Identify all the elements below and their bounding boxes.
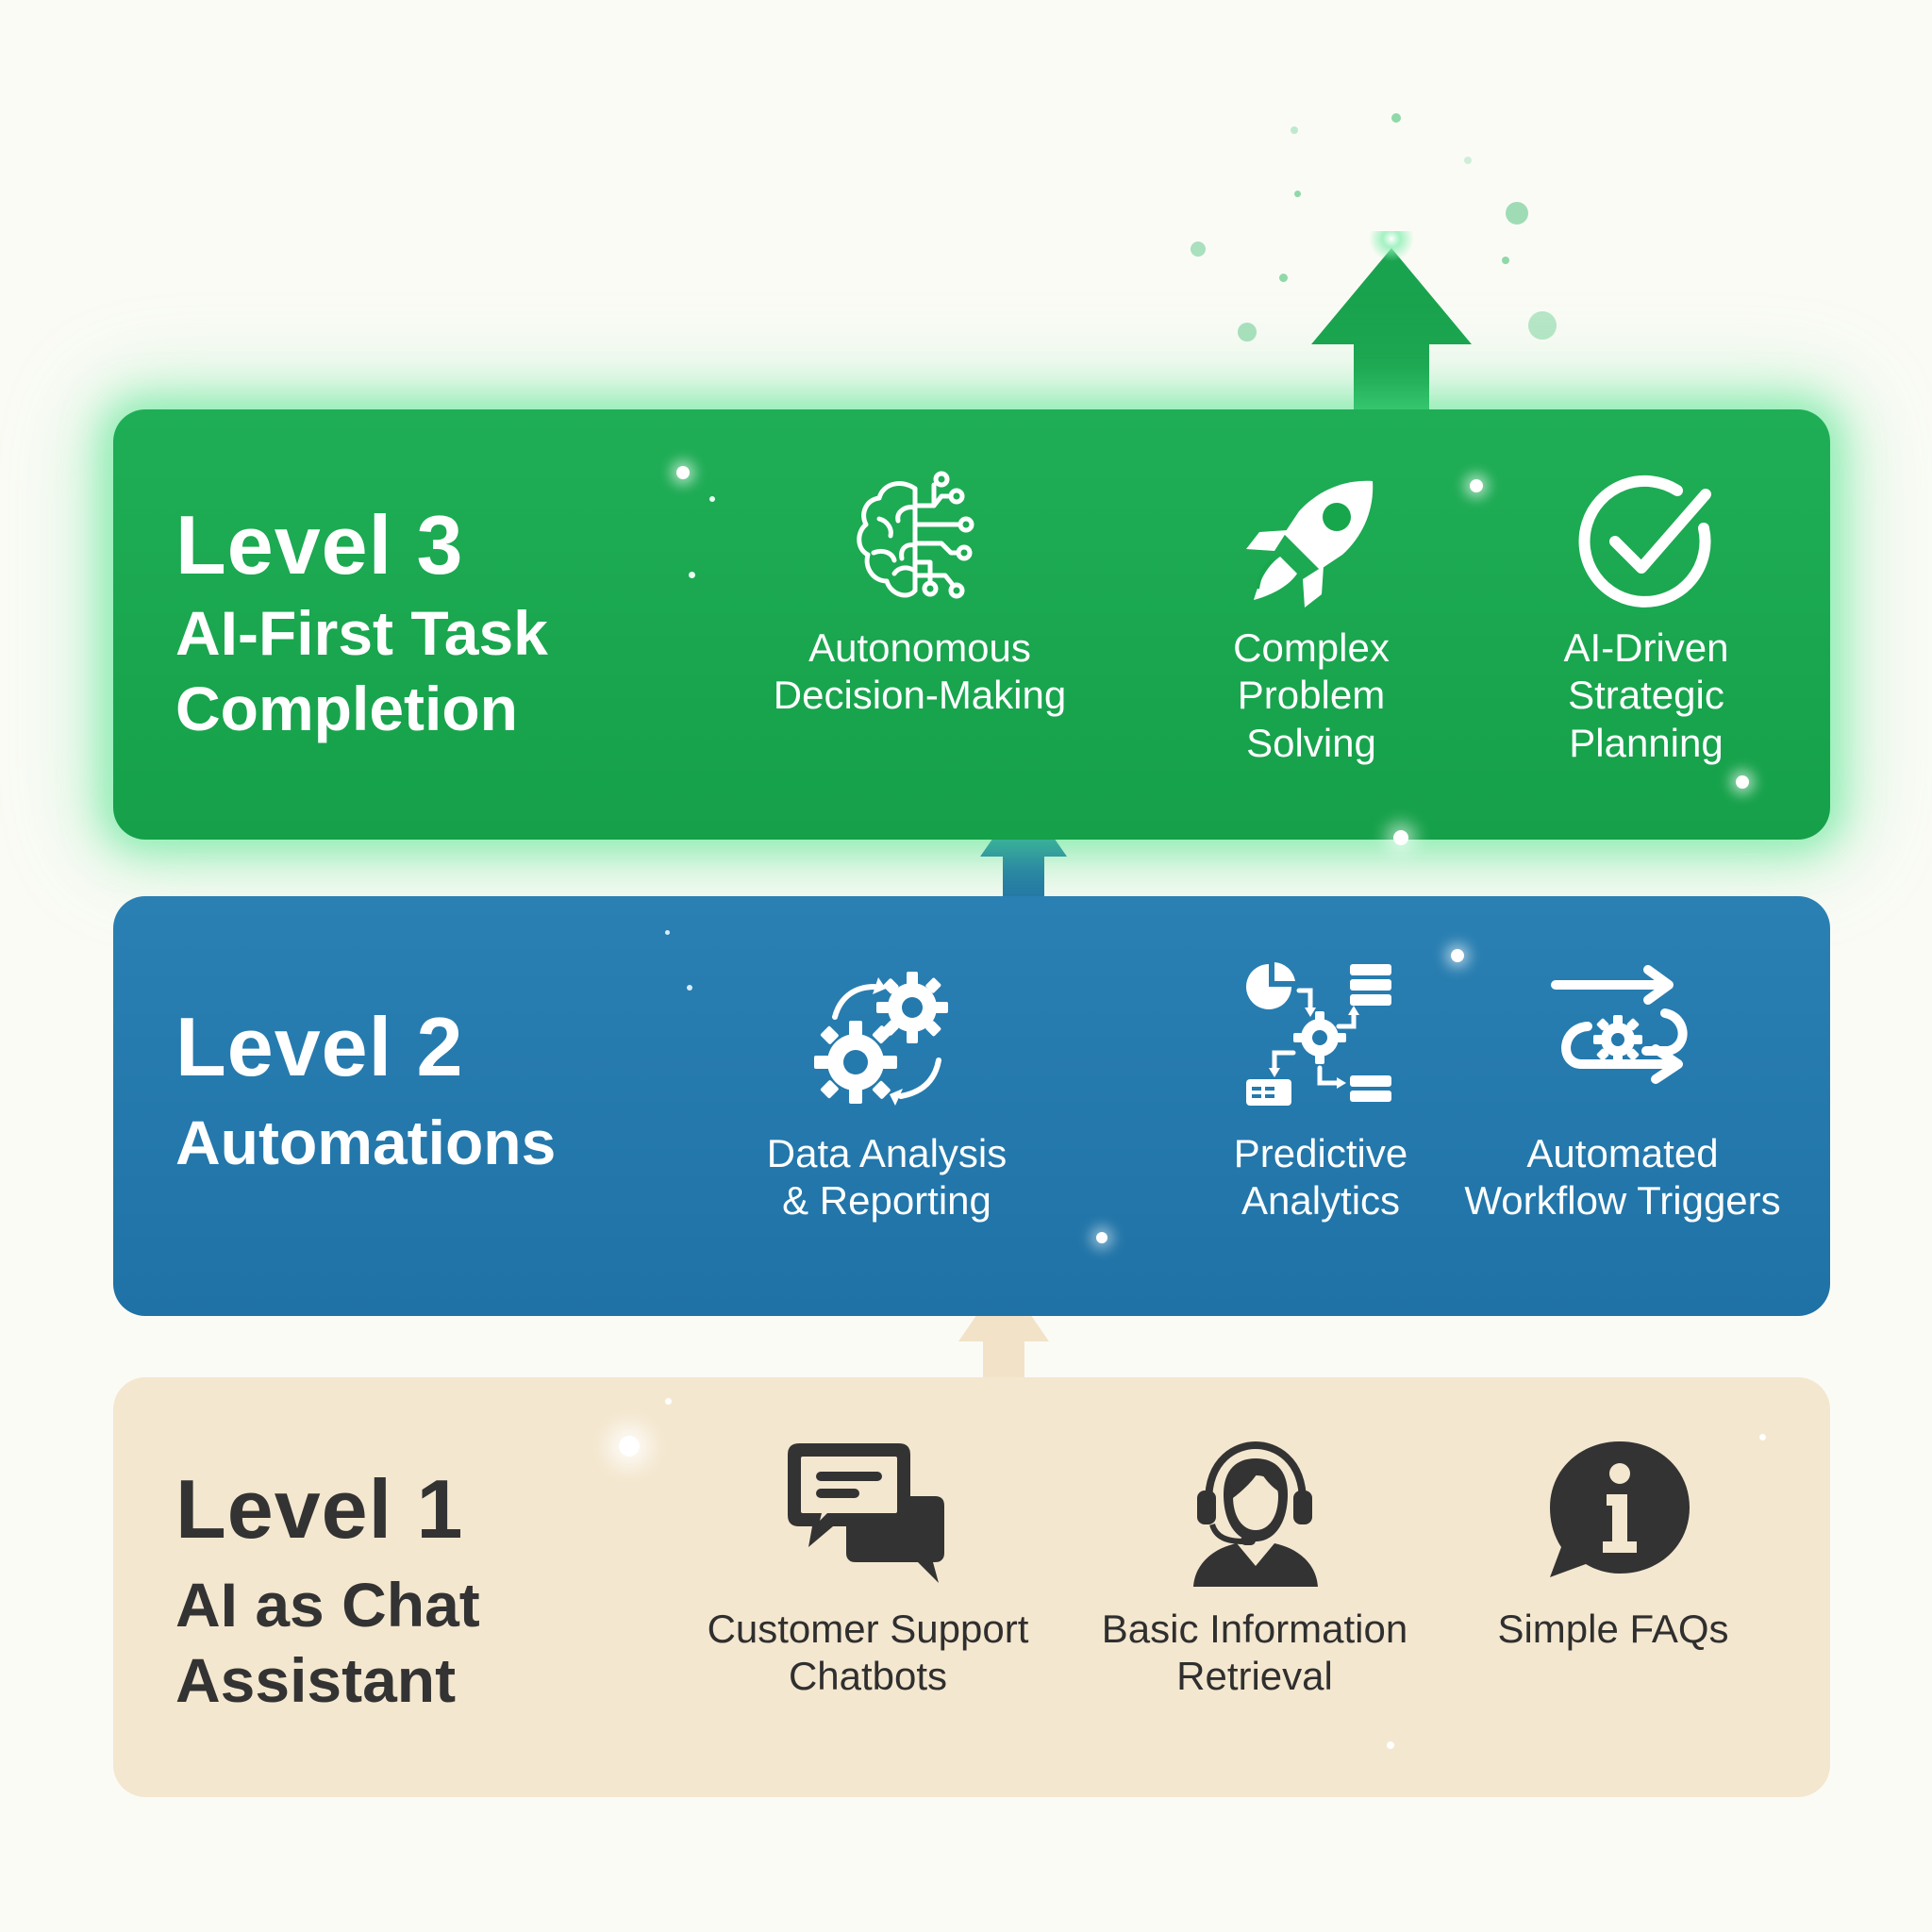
feature-label: Predictive Analytics	[1233, 1131, 1408, 1224]
rocket-icon	[1246, 480, 1374, 608]
level-2-number: Level 2	[175, 1000, 464, 1093]
analytics-flow-icon	[1246, 962, 1391, 1106]
sparkle-dot	[1391, 113, 1401, 123]
sparkle-dot	[1528, 311, 1557, 340]
sparkle-dot	[1291, 126, 1298, 134]
sparkle-dot	[1294, 191, 1301, 197]
level-1-number: Level 1	[175, 1462, 464, 1556]
sparkle-dot	[1759, 1434, 1766, 1441]
feature-data-analysis-reporting: Data Analysis & Reporting	[689, 958, 1085, 1225]
chat-bubbles-icon	[788, 1443, 944, 1583]
sparkle-dot	[1470, 479, 1483, 492]
sparkle-dot	[1506, 202, 1528, 225]
feature-label: Customer Support Chatbots	[707, 1607, 1029, 1699]
sparkle-dot	[1096, 1232, 1108, 1243]
feature-basic-information-retrieval: Basic Information Retrieval	[1066, 1436, 1443, 1701]
feature-ai-driven-strategic-planning: AI-Driven Strategic Planning	[1481, 462, 1811, 767]
sparkle-dot	[1191, 242, 1206, 257]
sparkle-dot	[687, 985, 692, 991]
level-2-panel: Level 2 Automations	[113, 896, 1830, 1316]
feature-label: Automated Workflow Triggers	[1464, 1131, 1781, 1224]
growth-arrow-top	[1311, 231, 1472, 420]
sparkle-dot	[1387, 1741, 1394, 1749]
workflow-arrows-icon	[1551, 965, 1688, 1084]
level-1-title: AI as Chat Assistant	[175, 1569, 480, 1716]
sparkle-dot	[1451, 949, 1464, 962]
sparkle-dot	[619, 1436, 640, 1457]
level-3-number: Level 3	[175, 498, 464, 591]
sparkle-dot	[709, 496, 715, 502]
feature-label: AI-Driven Strategic Planning	[1563, 625, 1729, 765]
sparkle-dot	[676, 466, 690, 479]
growth-arrow-bottom	[958, 1275, 1049, 1382]
level-2-title: Automations	[175, 1107, 557, 1177]
brain-circuit-icon	[857, 471, 974, 599]
sparkle-dot	[665, 930, 670, 935]
feature-customer-support-chatbots: Customer Support Chatbots	[660, 1436, 1075, 1701]
sparkle-dot	[1393, 830, 1408, 845]
level-1-panel: Level 1 AI as Chat Assistant Customer Su…	[113, 1377, 1830, 1797]
feature-label: Complex Problem Solving	[1233, 625, 1390, 765]
sparkle-dot	[1502, 257, 1509, 264]
feature-automated-workflow-triggers: Automated Workflow Triggers	[1415, 958, 1830, 1225]
level-3-panel: Level 3 AI-First Task Completion	[113, 409, 1830, 845]
sparkle-dot	[1736, 775, 1749, 789]
feature-label: Autonomous Decision-Making	[773, 625, 1067, 718]
sparkle-dot	[1238, 323, 1257, 341]
level-3-heading: Level 3 AI-First Task Completion	[175, 498, 548, 747]
feature-label: Data Analysis & Reporting	[766, 1131, 1008, 1224]
level-1-heading: Level 1 AI as Chat Assistant	[175, 1462, 480, 1719]
sparkle-dot	[1464, 157, 1472, 164]
feature-label: Simple FAQs	[1497, 1607, 1729, 1651]
feature-simple-faqs: Simple FAQs	[1434, 1436, 1792, 1653]
level-2-heading: Level 2 Automations	[175, 1000, 557, 1180]
feature-predictive-analytics: Predictive Analytics	[1141, 958, 1500, 1225]
feature-label: Basic Information Retrieval	[1101, 1607, 1408, 1699]
sparkle-dot	[689, 572, 695, 578]
sparkle-dot	[1279, 274, 1288, 282]
info-bubble-icon	[1550, 1441, 1690, 1577]
check-circle-icon	[1578, 475, 1711, 608]
level-3-title: AI-First Task Completion	[175, 597, 548, 744]
feature-complex-problem-solving: Complex Problem Solving	[1151, 462, 1472, 767]
sparkle-dot	[665, 1398, 672, 1405]
gears-cycle-icon	[814, 972, 948, 1106]
feature-autonomous-decision-making: Autonomous Decision-Making	[717, 462, 1123, 720]
support-agent-icon	[1193, 1441, 1318, 1587]
